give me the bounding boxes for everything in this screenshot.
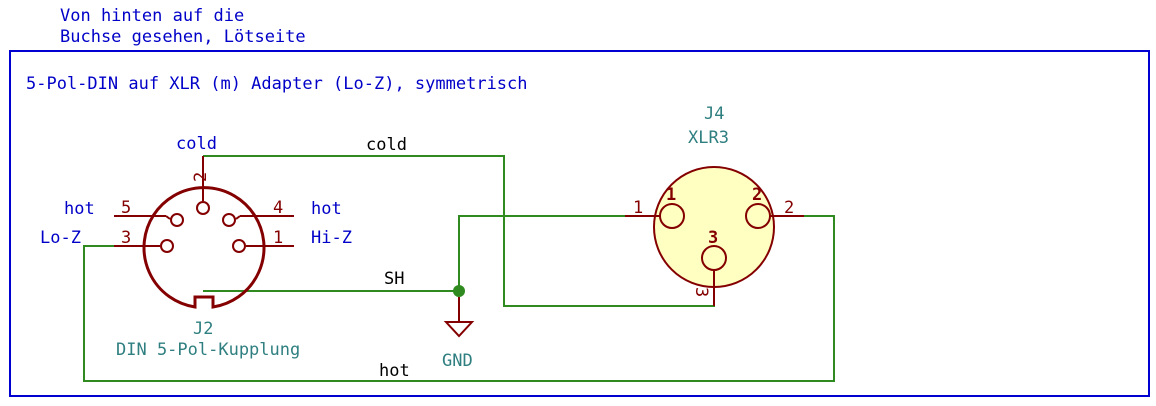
xlr-pin-number-2: 2 <box>784 198 794 218</box>
din-body <box>142 186 266 309</box>
xlr-reference: J4 <box>704 104 724 124</box>
xlr-pin2-contact <box>745 203 771 229</box>
xlr-inner-number-2: 2 <box>752 185 762 205</box>
hot-lo-note-line2: Lo-Z <box>40 228 81 248</box>
din-value: DIN 5-Pol-Kupplung <box>116 340 300 360</box>
xlr-pin1-contact <box>659 203 685 229</box>
xlr-inner-number-3: 3 <box>708 228 718 248</box>
din-connector[interactable]: 2 5 3 4 1 J2 DIN 5-Pol-Kupplung <box>114 156 300 360</box>
din-pin3-contact <box>160 239 174 253</box>
din-pin-number-2: 2 <box>191 172 211 182</box>
xlr-pin3-contact <box>701 245 727 271</box>
junction-dot <box>453 285 465 297</box>
back-view-note-line2: Buchse gesehen, Lötseite <box>60 27 306 47</box>
ground-icon <box>443 321 475 338</box>
din-pin-number-5: 5 <box>121 198 131 218</box>
din-pin-number-4: 4 <box>273 198 283 218</box>
din-pin4-contact <box>222 213 236 227</box>
din-pin4-line <box>235 215 241 220</box>
xlr-inner-number-1: 1 <box>666 185 676 205</box>
din-pin1-contact <box>232 239 246 253</box>
din-pin-number-1: 1 <box>273 228 283 248</box>
net-label-hot: hot <box>379 361 410 381</box>
xlr-pin-number-3: 3 <box>691 287 711 297</box>
net-label-cold: cold <box>366 135 407 155</box>
din-pin2-contact <box>196 201 210 215</box>
din-pin5-line <box>165 215 171 220</box>
gnd-symbol[interactable]: GND <box>442 297 475 371</box>
hot-hi-note-line1: hot <box>311 199 342 219</box>
xlr-connector[interactable]: 1 2 3 1 2 3 J4 XLR3 <box>625 104 804 306</box>
din-reference: J2 <box>193 319 213 339</box>
gnd-label: GND <box>442 351 473 371</box>
back-view-note-line1: Von hinten auf die <box>60 6 244 26</box>
net-label-shield: SH <box>384 269 404 289</box>
wire-hot[interactable] <box>83 215 835 382</box>
din-pin-number-3: 3 <box>121 228 131 248</box>
xlr-value: XLR3 <box>688 128 729 148</box>
wire-gnd-xlr-pin1[interactable] <box>458 215 625 291</box>
schematic-title: 5-Pol-DIN auf XLR (m) Adapter (Lo-Z), sy… <box>26 74 528 94</box>
xlr-pin-number-1: 1 <box>633 198 643 218</box>
hot-hi-note-line2: Hi-Z <box>311 228 352 248</box>
din-pin5-contact <box>170 213 184 227</box>
din-cold-note: cold <box>176 134 217 154</box>
sheet-frame <box>9 50 1150 397</box>
hot-lo-note-line1: hot <box>64 199 95 219</box>
